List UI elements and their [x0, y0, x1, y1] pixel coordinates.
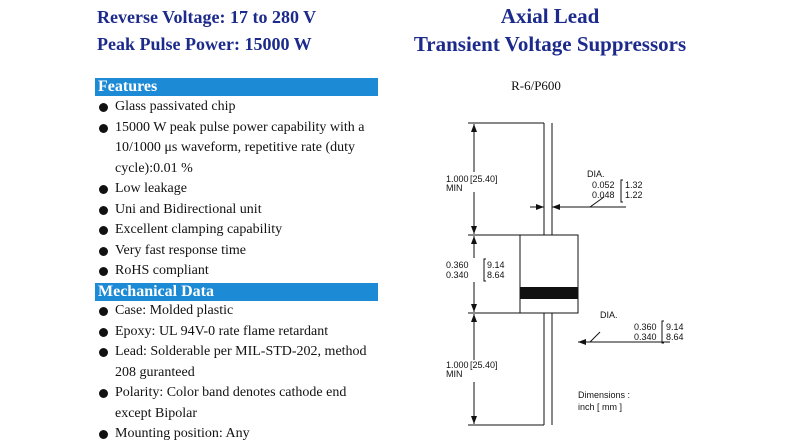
- component-body: [519, 234, 579, 314]
- list-item: Uni and Bidirectional unit: [98, 200, 383, 221]
- lead-length-min: MIN: [446, 183, 463, 193]
- list-item: Lead: Solderable per MIL-STD-202, method…: [98, 342, 383, 383]
- dimensions-units: inch [ mm ]: [578, 402, 622, 412]
- body-length-max-mm: 9.14: [487, 260, 505, 270]
- body-length-min-mm: 8.64: [487, 270, 505, 280]
- lead-dia-min-mm: 1.22: [625, 190, 643, 200]
- list-item: Glass passivated chip: [98, 97, 383, 118]
- lead-dia-max-mm: 1.32: [625, 180, 643, 190]
- body-dia-min-mm: 8.64: [666, 332, 684, 342]
- lead-diameter-label: DIA.: [587, 169, 605, 179]
- bottom-lead-length-mm: [25.40]: [470, 360, 498, 370]
- body-dia-max-inch: 0.360: [634, 322, 657, 332]
- cathode-band: [520, 287, 578, 299]
- body-length-max-inch: 0.360: [446, 260, 469, 270]
- title-line-2: Transient Voltage Suppressors: [413, 32, 687, 56]
- list-item: 15000 W peak pulse power capability with…: [98, 118, 383, 180]
- body-dia-min-inch: 0.340: [634, 332, 657, 342]
- lead-dia-min-inch: 0.048: [592, 190, 615, 200]
- dimensions-label: Dimensions :: [578, 390, 630, 400]
- mechanical-data-heading: Mechanical Data: [95, 283, 378, 301]
- list-item: Low leakage: [98, 179, 383, 200]
- lead-dia-max-inch: 0.052: [592, 180, 615, 190]
- features-list: Glass passivated chip 15000 W peak pulse…: [98, 97, 383, 282]
- package-outline-drawing: 1.000 [25.40] MIN DIA. 0.052 1.32 0.048 …: [446, 122, 684, 426]
- body-diameter-label: DIA.: [600, 310, 618, 320]
- features-heading: Features: [95, 78, 378, 96]
- lead-length-inch: 1.000: [446, 174, 469, 184]
- bottom-lead-length-inch: 1.000: [446, 360, 469, 370]
- spec-summary: Reverse Voltage: 17 to 280 V Peak Pulse …: [97, 4, 316, 58]
- list-item: Very fast response time: [98, 241, 383, 262]
- list-item: Case: Molded plastic: [98, 301, 383, 322]
- body-length-min-inch: 0.340: [446, 270, 469, 280]
- list-item: Mounting position: Any: [98, 424, 383, 444]
- bottom-lead-length-min: MIN: [446, 369, 463, 379]
- document-title: Axial Lead Transient Voltage Suppressors: [380, 2, 720, 58]
- lead-length-mm: [25.40]: [470, 174, 498, 184]
- mechanical-data-list: Case: Molded plastic Epoxy: UL 94V-0 rat…: [98, 301, 383, 444]
- reverse-voltage: Reverse Voltage: 17 to 280 V: [97, 7, 317, 27]
- list-item: Epoxy: UL 94V-0 rate flame retardant: [98, 322, 383, 343]
- list-item: Polarity: Color band denotes cathode end…: [98, 383, 383, 424]
- title-line-1: Axial Lead: [500, 4, 600, 28]
- list-item: Excellent clamping capability: [98, 220, 383, 241]
- peak-pulse-power: Peak Pulse Power: 15000 W: [97, 34, 312, 54]
- list-item: RoHS compliant: [98, 261, 383, 282]
- package-name: R-6/P600: [511, 78, 561, 93]
- body-dia-max-mm: 9.14: [666, 322, 684, 332]
